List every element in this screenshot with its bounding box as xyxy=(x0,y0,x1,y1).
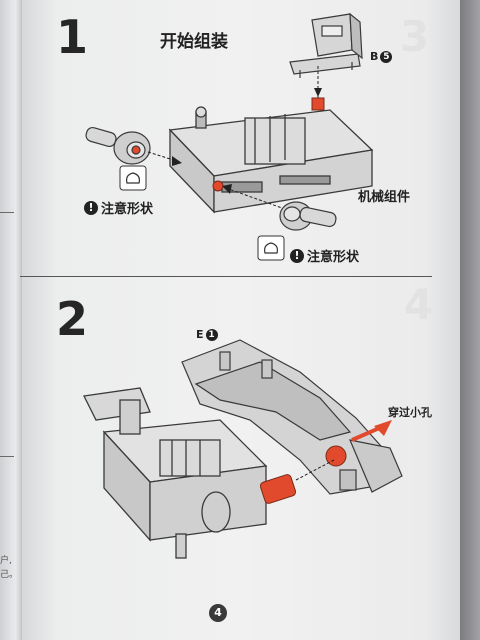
warning-icon: ! xyxy=(290,248,304,263)
red-peg-top xyxy=(311,97,325,111)
warning-text: 注意形状 xyxy=(307,250,360,265)
right-page-edge xyxy=(460,0,480,640)
left-page-text: 己。 xyxy=(0,570,19,580)
left-page-text: 户, xyxy=(0,556,12,566)
left-page-rule xyxy=(0,456,14,457)
arrow-left xyxy=(222,184,232,194)
warning-note-right: ! 注意形状 xyxy=(290,246,359,265)
mechanism-block-step2 xyxy=(83,387,268,559)
left-page-rule xyxy=(0,212,14,213)
pass-through-label: 穿过小孔 xyxy=(388,406,432,419)
section-divider xyxy=(20,276,432,277)
ghost-step-number: 3 xyxy=(400,12,430,61)
right-axle xyxy=(279,201,337,231)
part-reference-b5: B 5 xyxy=(370,50,393,63)
part-letter: E xyxy=(196,328,204,341)
mechanical-component xyxy=(168,106,374,214)
component-label: 机械组件 xyxy=(358,190,411,205)
part-b5 xyxy=(289,12,363,78)
step-number-2: 2 xyxy=(56,292,89,346)
part-number-badge: 1 xyxy=(205,328,218,341)
part-reference-e1: E 1 xyxy=(196,328,218,341)
manual-page xyxy=(22,0,460,640)
page-number: 4 xyxy=(209,604,227,622)
guide-line xyxy=(295,459,335,481)
step-number-1: 1 xyxy=(56,10,89,64)
part-letter: B xyxy=(370,50,379,63)
red-socket xyxy=(212,180,224,192)
shape-callout-left xyxy=(119,165,147,191)
step-title: 开始组装 xyxy=(160,32,228,52)
red-peg-step2 xyxy=(259,474,297,504)
warning-text: 注意形状 xyxy=(101,202,154,217)
left-page-edge: 户, 己。 xyxy=(0,0,22,640)
arrow-right xyxy=(172,156,182,166)
red-hole-frame xyxy=(325,445,347,467)
shape-callout-right xyxy=(257,235,285,261)
arrow-down xyxy=(314,88,322,97)
warning-icon: ! xyxy=(84,200,98,215)
ghost-step-number: 4 xyxy=(404,280,434,329)
part-number-badge: 5 xyxy=(380,50,393,63)
warning-note-left: ! 注意形状 xyxy=(84,198,153,217)
left-axle xyxy=(85,126,151,165)
